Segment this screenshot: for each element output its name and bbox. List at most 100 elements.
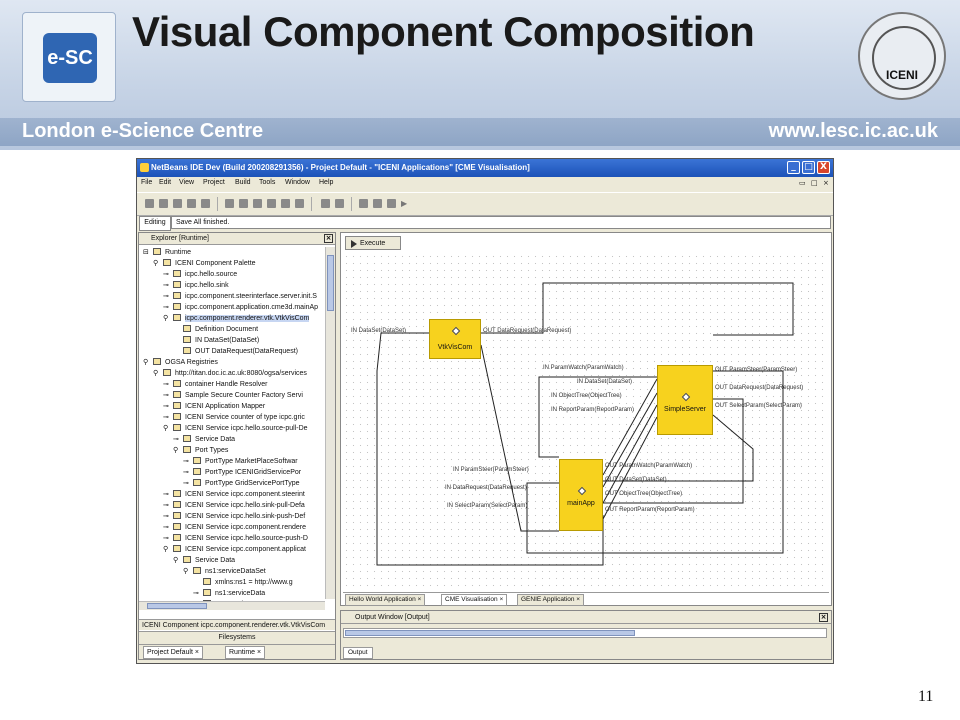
tree-node[interactable]: ⊸ICENI Service icpc.hello.sink-push-Def (163, 511, 305, 522)
output-close-icon[interactable]: × (819, 613, 828, 622)
tree-expander-icon[interactable]: ⚲ (173, 446, 179, 454)
find-icon[interactable] (321, 199, 330, 208)
tree-expander-icon[interactable]: ⊸ (163, 303, 169, 311)
tree-node[interactable]: ⊸icpc.hello.sink (163, 280, 229, 291)
component-vtkviscom[interactable]: VtkVisCom (429, 319, 481, 359)
tree-node[interactable]: ⊸PortType ICENIGridServicePor (183, 467, 301, 478)
tab-editing[interactable]: Editing (139, 216, 171, 231)
tree-node[interactable]: ⊸PortType GridServicePortType (183, 478, 300, 489)
tree-node[interactable]: OUT DataRequest(DataRequest) (173, 346, 298, 357)
tree-expander-icon[interactable]: ⊸ (163, 501, 169, 509)
tree-expander-icon[interactable]: ⚲ (163, 424, 169, 432)
new-icon[interactable] (145, 199, 154, 208)
tab-hello-world-application[interactable]: Hello World Application × (345, 594, 426, 606)
menu-build[interactable]: Build (235, 179, 251, 186)
menu-view[interactable]: View (179, 179, 195, 186)
tree-node[interactable]: ⊸ICENI Service counter of type icpc.gric (163, 412, 305, 423)
tree-node[interactable]: ⚲Port Types (173, 445, 228, 456)
tree-expander-icon[interactable]: ⊸ (163, 402, 169, 410)
menu-edit[interactable]: Edit (159, 179, 172, 186)
tree-node[interactable]: ⊸ICENI Service icpc.component.steerint (163, 489, 305, 500)
mdi-maximize-icon[interactable]: □ (811, 179, 818, 187)
replace-icon[interactable] (335, 199, 344, 208)
menu-window[interactable]: Window (285, 179, 310, 186)
explorer-close-icon[interactable]: × (324, 234, 333, 243)
maximize-button[interactable]: □ (802, 161, 815, 174)
explorer-horizontal-scrollbar[interactable] (139, 601, 325, 610)
output-scrollbar[interactable] (343, 628, 827, 638)
tree-expander-icon[interactable]: ⊸ (183, 479, 189, 487)
close-button[interactable]: X (817, 161, 830, 174)
open-icon[interactable] (159, 199, 168, 208)
tree-node[interactable]: ⊸ICENI Service icpc.hello.sink-pull-Defa (163, 500, 305, 511)
tree-node[interactable]: ⊸ICENI Service icpc.component.rendere (163, 522, 306, 533)
debug-icon[interactable] (387, 199, 396, 208)
save-all-icon[interactable] (187, 199, 196, 208)
component-mainapp[interactable]: mainApp (559, 459, 603, 531)
tab-output[interactable]: Output (343, 647, 373, 659)
tree-node[interactable]: ⊸icpc.component.application.cme3d.mainAp (163, 302, 318, 313)
tree-expander-icon[interactable]: ⊸ (163, 292, 169, 300)
mdi-restore-icon[interactable]: ▭ (799, 179, 806, 187)
filesystems-tab[interactable]: Filesystems (139, 631, 335, 644)
tree-node[interactable]: ⚲ICENI Component Palette (153, 258, 256, 269)
tree-expander-icon[interactable]: ⊸ (163, 523, 169, 531)
tree-node[interactable]: Definition Document (173, 324, 258, 335)
tab-cme-visualisation[interactable]: CME Visualisation × (441, 594, 508, 606)
tree-node[interactable]: ⊸ICENI Application Mapper (163, 401, 265, 412)
redo-icon[interactable] (295, 199, 304, 208)
tree-node[interactable]: ⊸Service Data (173, 434, 235, 445)
tree-node[interactable]: ⚲ns1:serviceDataSet (183, 566, 266, 577)
menu-file[interactable]: File (141, 179, 153, 186)
compile-icon[interactable] (359, 199, 368, 208)
tree-expander-icon[interactable]: ⚲ (183, 567, 189, 575)
tab-genie-application[interactable]: GENIE Application × (517, 594, 585, 606)
tree-expander-icon[interactable]: ⊸ (163, 534, 169, 542)
composition-canvas[interactable]: VtkVisCom SimpleServer mainApp IN DataSe… (343, 253, 829, 591)
tree-node[interactable]: ⊸container Handle Resolver (163, 379, 268, 390)
tree-expander-icon[interactable]: ⊸ (183, 468, 189, 476)
menu-help[interactable]: Help (319, 179, 334, 186)
tree-node[interactable]: ⊸ICENI Service icpc.hello.source-push-D (163, 533, 308, 544)
explorer-vertical-scrollbar[interactable] (325, 247, 335, 599)
copy-icon[interactable] (239, 199, 248, 208)
save-icon[interactable] (173, 199, 182, 208)
menu-project[interactable]: Project (203, 179, 225, 186)
run-icon[interactable]: ▶ (401, 199, 408, 208)
minimize-button[interactable]: _ (787, 161, 800, 174)
menu-tools[interactable]: Tools (259, 179, 276, 186)
tree-expander-icon[interactable]: ⚲ (153, 259, 159, 267)
tree-node[interactable]: ⊟Runtime (143, 247, 191, 258)
tab-project-default[interactable]: Project Default × (143, 646, 203, 659)
tree-expander-icon[interactable]: ⚲ (173, 556, 179, 564)
tree-node[interactable]: ⚲icpc.component.renderer.vtk.VtkVisCom (163, 313, 310, 324)
tree-expander-icon[interactable]: ⚲ (163, 545, 169, 553)
tree-expander-icon[interactable]: ⊸ (163, 281, 169, 289)
tree-node[interactable]: IN DataSet(DataSet) (173, 335, 259, 346)
print-icon[interactable] (201, 199, 210, 208)
tree-expander-icon[interactable]: ⚲ (153, 369, 159, 377)
tree-node[interactable]: ⊸icpc.hello.source (163, 269, 237, 280)
tree-expander-icon[interactable]: ⊸ (163, 391, 169, 399)
tree-node[interactable]: ⊸icpc.component.steerinterface.server.in… (163, 291, 317, 302)
tree-expander-icon[interactable]: ⊸ (163, 413, 169, 421)
mdi-close-icon[interactable]: × (823, 179, 829, 187)
execute-button[interactable]: Execute (345, 236, 401, 250)
tree-expander-icon[interactable]: ⚲ (143, 358, 149, 366)
tree-node[interactable]: ⚲ICENI Service icpc.hello.source-pull-De (163, 423, 308, 434)
tab-runtime[interactable]: Runtime × (225, 646, 266, 659)
tree-expander-icon[interactable]: ⊸ (163, 512, 169, 520)
tree-expander-icon[interactable]: ⊸ (163, 270, 169, 278)
undo-icon[interactable] (281, 199, 290, 208)
component-simpleserver[interactable]: SimpleServer (657, 365, 713, 435)
tree-expander-icon[interactable]: ⊸ (193, 589, 199, 597)
tree-node[interactable]: ⊸ns1:serviceData (193, 588, 265, 599)
tree-expander-icon[interactable]: ⊸ (183, 457, 189, 465)
tree-node[interactable]: ⚲ICENI Service icpc.component.applicat (163, 544, 306, 555)
tree-expander-icon[interactable]: ⊸ (163, 380, 169, 388)
paste-icon[interactable] (253, 199, 262, 208)
cut-icon[interactable] (225, 199, 234, 208)
window-titlebar[interactable]: NetBeans IDE Dev (Build 200208291356) - … (137, 159, 833, 177)
tree-expander-icon[interactable]: ⚲ (163, 314, 169, 322)
tree-node[interactable]: ⚲Service Data (173, 555, 235, 566)
